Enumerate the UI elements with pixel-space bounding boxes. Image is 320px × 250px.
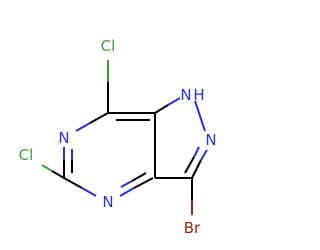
bond-n4-c3a: [133, 177, 154, 189]
bond-n1-n2: [194, 100, 206, 132]
bond-n4-c3a-inner: [131, 172, 147, 182]
bond-c7-n6-blue: [75, 122, 91, 132]
bond-c7-n6: [89, 112, 109, 124]
atom-n-pyrimidine-bottom: N: [102, 193, 113, 211]
bond-n4-c3a-blue: [119, 187, 135, 197]
bond-c5-n4-blue: [81, 187, 97, 197]
atom-nh-h: H: [193, 86, 204, 104]
bond-c7a-n1: [154, 104, 169, 114]
atom-br: Br: [184, 219, 201, 237]
atom-cl-left: Cl: [19, 146, 34, 164]
molecular-structure: Cl N H N N Cl N Br: [19, 37, 217, 237]
atom-n-pyrazole: N: [205, 131, 216, 149]
atom-n-pyrimidine-left: N: [58, 129, 69, 147]
bond-n4-c3a-inner-blue: [120, 180, 133, 188]
bond-c5-cl-green: [41, 164, 53, 172]
bond-c5-cl: [51, 170, 65, 179]
bond-c5-n4: [63, 177, 83, 189]
atom-labels: Cl N H N N Cl N Br: [19, 37, 217, 237]
atom-cl-top: Cl: [101, 37, 116, 55]
bond-n2-c3: [191, 159, 202, 179]
bond-n2-c3-inner: [184, 156, 195, 174]
atom-nh-n: N: [180, 86, 191, 104]
bond-c7a-n1-blue: [167, 97, 181, 106]
bond-n2-c3-blue: [200, 149, 208, 161]
bonds: [41, 60, 208, 215]
bond-n2-c3-inner-blue: [193, 146, 200, 158]
